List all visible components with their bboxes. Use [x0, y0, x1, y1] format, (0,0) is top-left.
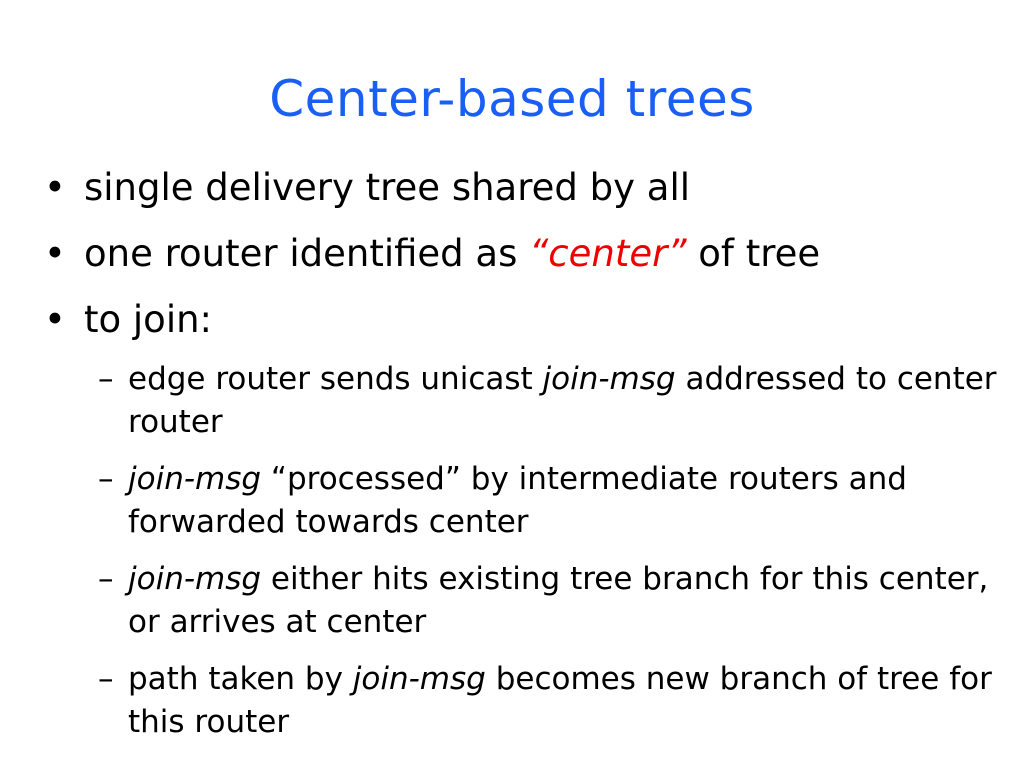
- bullet-text: single delivery tree shared by all: [84, 166, 691, 209]
- sub-bullet-marker: –: [98, 661, 114, 697]
- term-join-msg: join-msg: [352, 661, 486, 697]
- sub-bullet-text: either hits existing tree branch for thi…: [128, 561, 989, 640]
- bullet-item: • to join:: [0, 292, 1024, 348]
- sub-bullet-item: – edge router sends unicast join-msg add…: [0, 358, 1024, 444]
- sub-bullet-marker: –: [98, 561, 114, 597]
- bullet-list: • single delivery tree shared by all • o…: [0, 160, 1024, 758]
- sub-bullet-item: – path taken by join-msg becomes new bra…: [0, 658, 1024, 744]
- term-join-msg: join-msg: [542, 361, 676, 397]
- highlighted-term: “center”: [529, 232, 687, 275]
- sub-bullet-text: addressed to center router: [128, 361, 997, 440]
- sub-bullet-item: – join-msg “processed” by intermediate r…: [0, 458, 1024, 544]
- bullet-marker: •: [44, 298, 66, 341]
- sub-bullet-text: becomes new branch of tree for this rout…: [128, 661, 992, 740]
- sub-bullet-item: – join-msg either hits existing tree bra…: [0, 558, 1024, 644]
- sub-bullet-text: “processed” by intermediate routers and …: [128, 461, 907, 540]
- term-join-msg: join-msg: [128, 561, 262, 597]
- term-join-msg: join-msg: [128, 461, 262, 497]
- sub-bullet-marker: –: [98, 461, 114, 497]
- sub-bullet-marker: –: [98, 361, 114, 397]
- bullet-item: • single delivery tree shared by all: [0, 160, 1024, 216]
- bullet-text: of tree: [686, 232, 821, 275]
- sub-bullet-list: – edge router sends unicast join-msg add…: [0, 358, 1024, 744]
- sub-bullet-text: edge router sends unicast: [128, 361, 543, 397]
- sub-bullet-text: path taken by: [128, 661, 353, 697]
- bullet-marker: •: [44, 232, 66, 275]
- bullet-item: • one router identified as “center” of t…: [0, 226, 1024, 282]
- bullet-marker: •: [44, 166, 66, 209]
- slide-title: Center-based trees: [269, 70, 755, 128]
- bullet-text: to join:: [84, 298, 213, 341]
- bullet-text: one router identified as: [84, 232, 530, 275]
